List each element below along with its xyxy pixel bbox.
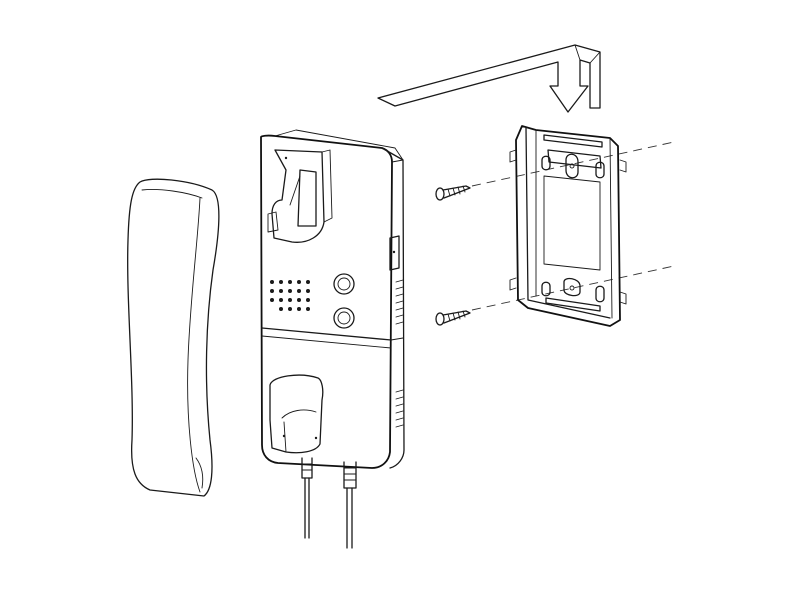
lower-cradle <box>269 374 324 454</box>
mounting-bracket <box>509 125 627 327</box>
speaker-grille <box>270 280 310 311</box>
side-vents <box>389 235 404 428</box>
hook-cradle <box>267 149 333 243</box>
intercom-base-unit <box>260 129 405 549</box>
button-top <box>333 273 355 295</box>
alignment-lines <box>471 141 675 311</box>
handset <box>127 178 220 497</box>
screw-top <box>435 185 471 201</box>
button-bottom <box>333 307 355 329</box>
cables <box>301 457 357 549</box>
install-arrow <box>377 44 601 113</box>
screw-bottom <box>435 310 471 326</box>
